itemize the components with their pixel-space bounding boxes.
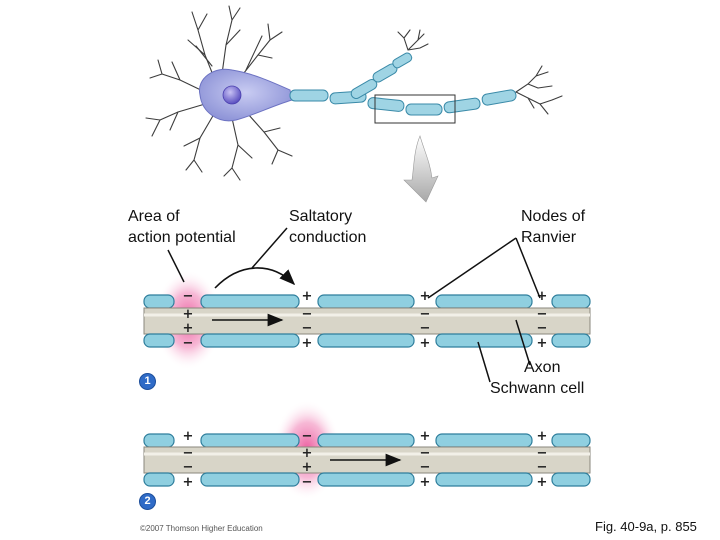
nodes-of-ranvier-label: Nodes of Ranvier (521, 206, 585, 248)
figure-reference: Fig. 40-9a, p. 855 (595, 519, 697, 534)
svg-text:−: − (183, 460, 194, 475)
axon-core-1 (143, 307, 591, 335)
svg-text:−: − (537, 307, 548, 322)
svg-text:−: − (183, 289, 194, 304)
svg-text:−: − (183, 336, 194, 351)
svg-text:−: − (302, 475, 313, 490)
svg-text:−: − (537, 321, 548, 336)
step-2-badge: 2 (139, 493, 156, 510)
axon-terminals (397, 29, 563, 115)
collateral-branch (350, 52, 413, 100)
copyright-text: ©2007 Thomson Higher Education (140, 524, 263, 533)
saltatory-conduction-label: Saltatory conduction (289, 206, 366, 248)
svg-text:−: − (537, 460, 548, 475)
panel-1 (143, 267, 591, 370)
myelin-bottom-2 (143, 472, 591, 487)
saltatory-jump-arrow (214, 267, 296, 289)
svg-text:+: + (537, 429, 548, 444)
zoom-box (374, 94, 456, 124)
zoom-arrow (403, 135, 439, 203)
saltatory-label-line1: Saltatory (289, 208, 353, 225)
area-label-line2: action potential (128, 229, 236, 246)
axon-label: Axon (524, 359, 561, 376)
step-1-badge: 1 (139, 373, 156, 390)
svg-text:−: − (420, 321, 431, 336)
svg-text:+: + (537, 289, 548, 304)
svg-text:−: − (302, 429, 313, 444)
myelin-top-2 (143, 433, 591, 448)
nodes-label-line1: Nodes of (521, 208, 586, 225)
svg-text:+: + (183, 475, 194, 490)
svg-text:+: + (302, 446, 313, 461)
panel-2 (143, 400, 591, 500)
area-of-action-potential-label: Area of action potential (128, 206, 236, 248)
svg-text:+: + (420, 336, 431, 351)
svg-text:−: − (420, 460, 431, 475)
svg-text:−: − (537, 446, 548, 461)
dendrites (145, 5, 293, 181)
svg-text:+: + (183, 429, 194, 444)
svg-text:+: + (420, 289, 431, 304)
charge-signs-2: +−−+ −++− +−−+ +−−+ (183, 429, 548, 490)
svg-text:+: + (420, 475, 431, 490)
svg-text:+: + (183, 307, 194, 322)
svg-text:−: − (420, 446, 431, 461)
neuron-illustration (145, 5, 563, 203)
leader-lines (167, 227, 541, 383)
svg-text:+: + (420, 429, 431, 444)
cell-body (199, 68, 293, 122)
svg-text:−: − (302, 321, 313, 336)
svg-text:+: + (302, 460, 313, 475)
svg-text:+: + (537, 336, 548, 351)
svg-text:−: − (183, 446, 194, 461)
nucleus (222, 85, 242, 105)
svg-text:+: + (302, 336, 313, 351)
nodes-label-line2: Ranvier (521, 229, 577, 246)
charge-signs-1: −++− +−−+ +−−+ +−−+ (183, 289, 548, 351)
myelin-top-1 (143, 294, 591, 309)
axon-segments (289, 89, 517, 116)
svg-text:+: + (537, 475, 548, 490)
svg-text:−: − (302, 307, 313, 322)
svg-text:−: − (420, 307, 431, 322)
saltatory-label-line2: conduction (289, 229, 367, 246)
svg-text:+: + (302, 289, 313, 304)
myelin-bottom-1 (143, 333, 591, 348)
svg-text:+: + (183, 321, 194, 336)
schwann-cell-label: Schwann cell (490, 380, 585, 397)
area-label-line1: Area of (128, 208, 180, 225)
